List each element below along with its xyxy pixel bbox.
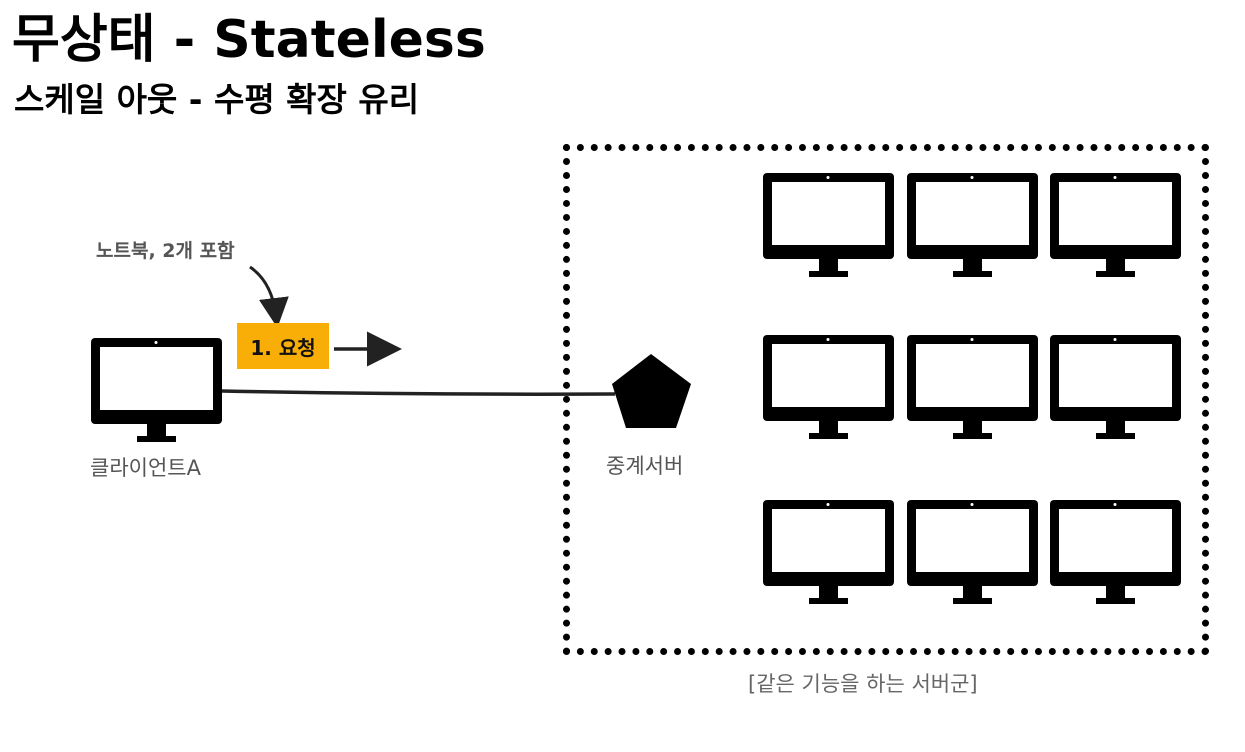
monitor-icon [763, 173, 894, 277]
monitor-icon [1050, 335, 1181, 439]
monitor-icon [1050, 500, 1181, 604]
annotation-note: 노트북, 2개 포함 [96, 240, 235, 262]
monitor-icon [763, 335, 894, 439]
page-title: 무상태 - Stateless [12, 10, 486, 70]
monitor-icon [763, 500, 894, 604]
monitor-icon [907, 500, 1038, 604]
connection-line [221, 389, 616, 396]
server-cluster-boundary [563, 144, 1209, 655]
client-label: 클라이언트A [90, 456, 201, 480]
server-group-caption: [같은 기능을 하는 서버군] [748, 672, 978, 696]
monitor-icon [907, 173, 1038, 277]
pentagon-icon [612, 354, 691, 428]
annotation-arrow [249, 265, 289, 328]
page-subtitle: 스케일 아웃 - 수평 확장 유리 [14, 80, 420, 119]
request-badge: 1. 요청 [237, 323, 329, 369]
monitor-icon [1050, 173, 1181, 277]
monitor-icon [91, 338, 222, 442]
monitor-icon [907, 335, 1038, 439]
relay-label: 중계서버 [606, 454, 684, 478]
